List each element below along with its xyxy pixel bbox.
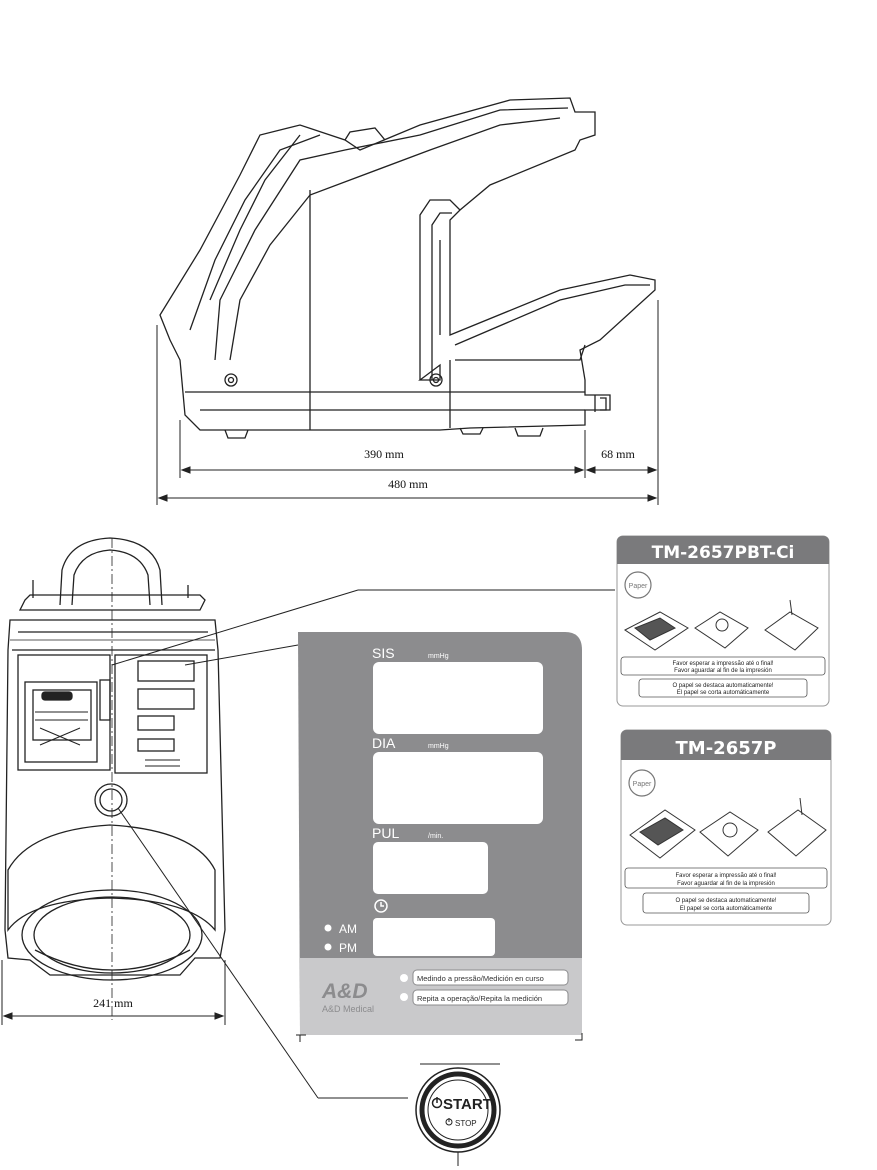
leader-lines — [111, 589, 615, 1099]
display-panel — [296, 632, 583, 1042]
stop-label: STOP — [455, 1119, 477, 1128]
power-icon — [431, 1097, 443, 1109]
am-label: AM — [339, 922, 357, 936]
dimension-lines-side — [156, 300, 659, 505]
sis-unit: mmHg — [428, 653, 449, 660]
pul-unit: /min. — [428, 833, 443, 840]
dia-label: DIA — [372, 735, 396, 751]
clock-icon — [374, 899, 388, 913]
msg-cut-1: O papel se destaca automaticamente! — [672, 683, 773, 689]
start-stop-button — [415, 1063, 501, 1166]
paper-icon-label-p: Paper — [633, 781, 652, 788]
msg-wait-2: Favor aguardar al fin de la impresión — [674, 668, 772, 674]
status-repeat-text: Repita a operação/Repita la medición — [417, 994, 542, 1003]
msg-wait-2-p: Favor aguardar al fin de la impresión — [677, 881, 775, 887]
dim-width: 241 mm — [93, 996, 133, 1010]
pm-indicator — [324, 943, 332, 951]
am-indicator — [324, 924, 332, 932]
printer-label-p — [620, 729, 832, 926]
side-view-drawing — [159, 97, 656, 439]
msg-cut-2: El papel se corta automáticamente — [677, 690, 770, 696]
printer-label-ci — [616, 535, 830, 707]
stop-icon — [445, 1118, 453, 1126]
pul-label: PUL — [372, 825, 399, 841]
dim-body-depth: 390 mm — [364, 447, 404, 461]
sis-label: SIS — [372, 645, 395, 661]
dia-display-window — [373, 752, 543, 824]
printer-model-ci: TM-2657PBT-Ci — [652, 543, 795, 563]
dim-total-depth: 480 mm — [388, 477, 428, 491]
paper-icon — [624, 571, 652, 599]
status-measuring-text: Medindo a pressão/Medición en curso — [417, 974, 544, 983]
sis-display-window — [373, 662, 543, 734]
dim-extension: 68 mm — [601, 447, 635, 461]
paper-icon-label: Paper — [629, 583, 648, 590]
msg-wait-1: Favor esperar a impressão até o final! — [672, 661, 773, 667]
msg-wait-1-p: Favor esperar a impressão até o final! — [675, 873, 776, 879]
dimension-lines-front — [1, 960, 226, 1025]
pul-display-window — [373, 842, 488, 894]
measuring-indicator — [400, 974, 408, 982]
dia-unit: mmHg — [428, 743, 449, 750]
repeat-indicator — [400, 993, 408, 1001]
time-display-window — [373, 918, 495, 956]
printer-model-p: TM-2657P — [676, 738, 777, 759]
brand-logo: A&D — [321, 980, 368, 1003]
pm-label: PM — [339, 941, 357, 955]
front-view-drawing — [4, 537, 226, 1020]
msg-cut-2-p: El papel se corta automáticamente — [680, 906, 773, 912]
msg-cut-1-p: O papel se destaca automaticamente! — [675, 898, 776, 904]
brand-name: A&D Medical — [322, 1004, 374, 1014]
paper-icon-p — [628, 769, 656, 797]
start-label: START — [443, 1096, 492, 1113]
